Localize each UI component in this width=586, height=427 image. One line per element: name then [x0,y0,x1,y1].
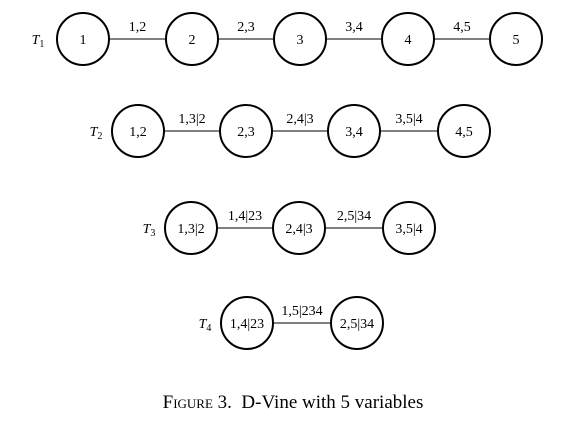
node-circle [273,12,327,66]
tree-label-subscript: 4 [206,323,211,334]
caption-number: 3. [217,392,232,413]
node-label: 4,5 [455,125,473,140]
figure-caption: Figure 3. D-Vine with 5 variables [0,392,586,414]
node-circle [330,296,384,350]
edge-label: 1,5|234 [281,304,322,319]
edge-label: 1,4|23 [228,209,262,224]
node-circle [272,201,326,255]
node-circle [489,12,543,66]
tree-2: 1,3|2 2,4|3 3,5|4 1,2 2,3 3,4 4,5 T2 [90,104,491,158]
node-label: 1,3|2 [177,222,204,237]
tree-label: T3 [143,222,156,239]
tree-4: 1,5|234 1,4|23 2,5|34 T4 [199,296,384,350]
node-circle [327,104,381,158]
tree-label-subscript: 1 [39,39,44,50]
node-label: 5 [513,33,520,48]
node-label: 1,2 [129,125,147,140]
edge-label: 2,3 [237,20,255,35]
node-label: 3,4 [345,125,363,140]
tree-label-name: T [90,125,99,140]
tree-3: 1,4|23 2,5|34 1,3|2 2,4|3 3,5|4 T3 [143,201,436,255]
edge-label: 1,2 [129,20,147,35]
node-circle [437,104,491,158]
tree-label-name: T [199,317,208,332]
node-circle [220,296,274,350]
node-label: 4 [405,33,412,48]
node-circle [165,12,219,66]
edge-label: 1,3|2 [178,112,205,127]
tree-label-name: T [32,33,41,48]
node-label: 3 [297,33,304,48]
node-label: 3,5|4 [395,222,422,237]
edge-label: 2,5|34 [337,209,371,224]
edge-label: 4,5 [453,20,471,35]
node-circle [164,201,218,255]
node-label: 1,4|23 [230,317,264,332]
tree-label-subscript: 2 [97,131,102,142]
node-label: 2 [189,33,196,48]
node-circle [56,12,110,66]
caption-label: Figure [162,392,213,413]
node-circle [382,201,436,255]
tree-label: T1 [32,33,45,50]
edge-label: 3,5|4 [395,112,422,127]
node-circle [219,104,273,158]
node-label: 2,5|34 [340,317,374,332]
tree-label: T4 [199,317,212,334]
caption-text: D-Vine with 5 variables [241,392,424,413]
node-label: 1 [80,33,87,48]
node-label: 2,3 [237,125,255,140]
edge-label: 2,4|3 [286,112,313,127]
node-label: 2,4|3 [285,222,312,237]
tree-label-name: T [143,222,152,237]
node-circle [381,12,435,66]
tree-label: T2 [90,125,103,142]
node-circle [111,104,165,158]
tree-label-subscript: 3 [150,228,155,239]
edge-label: 3,4 [345,20,363,35]
